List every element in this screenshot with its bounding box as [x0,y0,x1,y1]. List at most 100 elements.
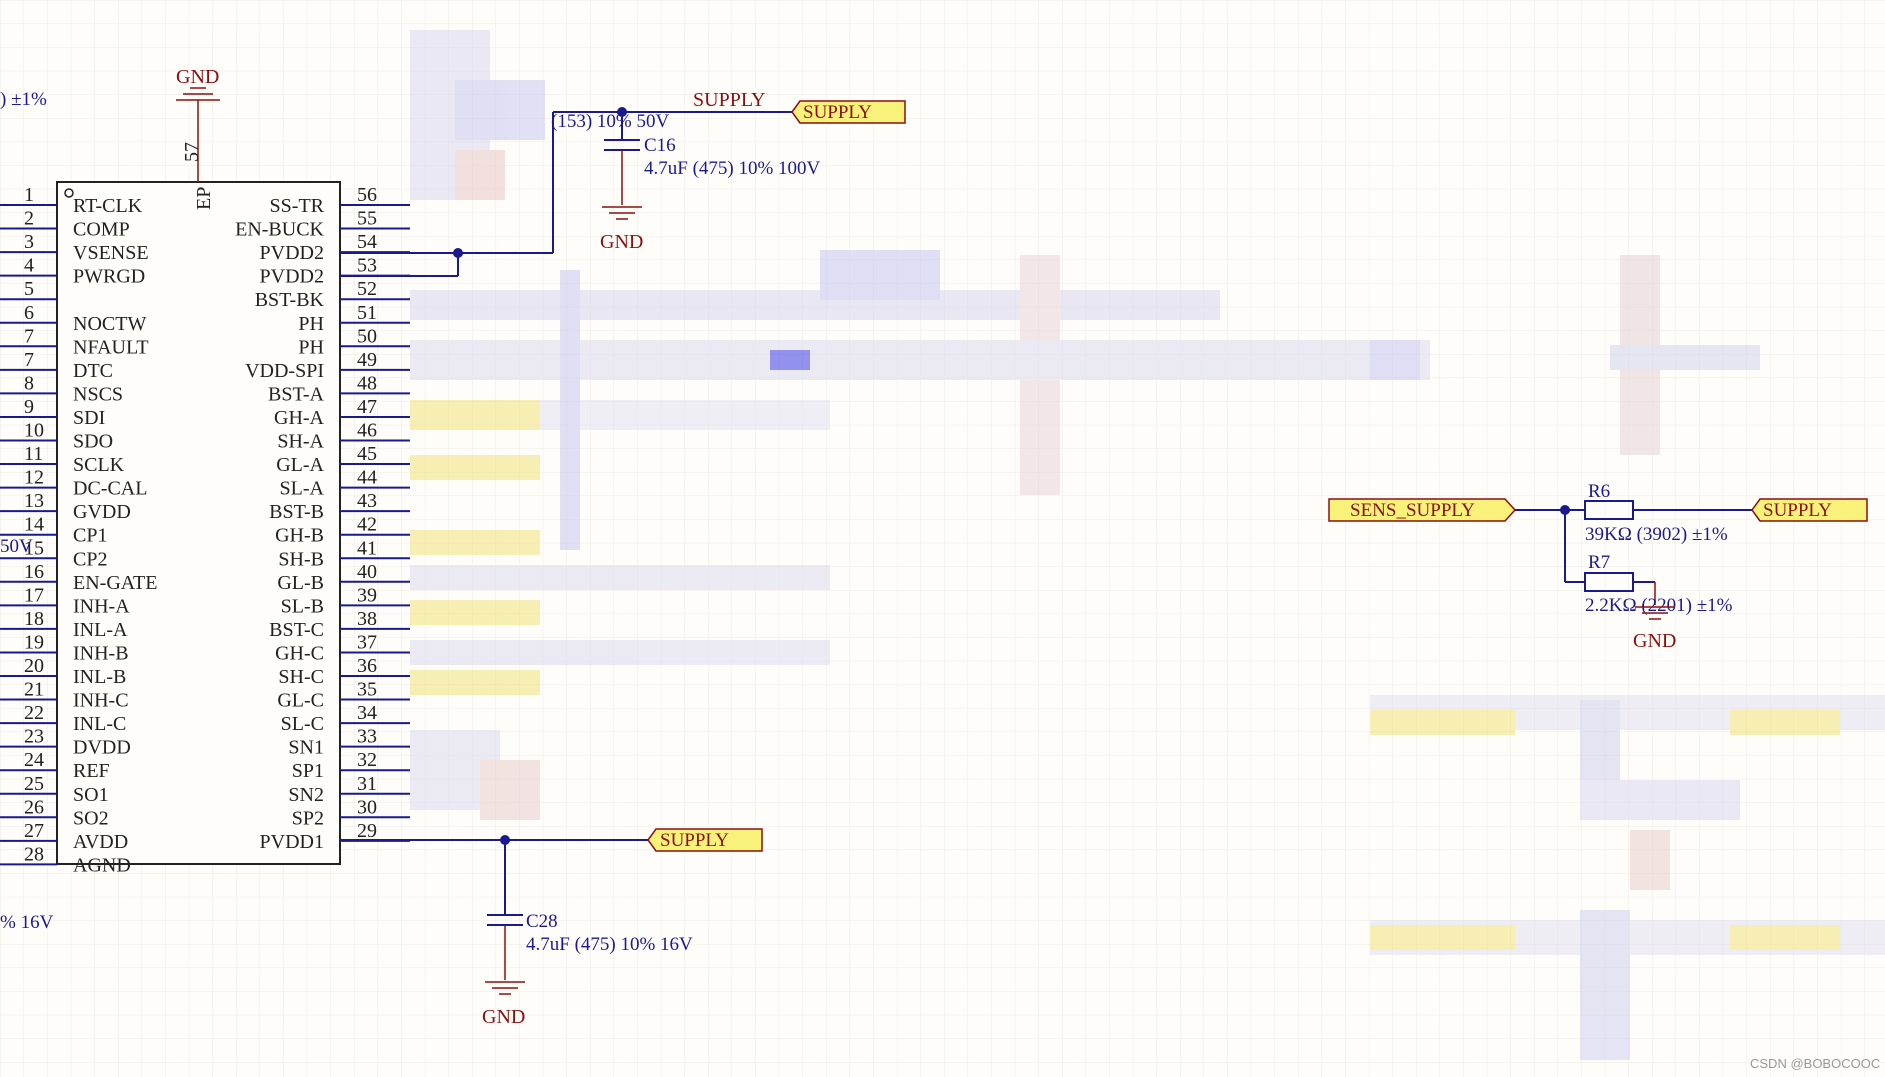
left-pin-number: 28 [24,843,44,865]
right-pin-name: SP2 [292,807,324,829]
ic-body[interactable] [56,181,341,865]
resistor-r7[interactable]: R7 2.2KΩ (2201) ±1% [1584,552,1733,616]
svg-text:SUPPLY: SUPPLY [1763,500,1832,521]
left-pin[interactable]: 5 [0,278,57,301]
sens-supply-port[interactable]: SENS_SUPPLY [1328,498,1517,522]
right-pin-name: BST-A [268,383,325,405]
right-pin-name: PH [298,313,324,335]
right-pin-number: 40 [357,561,377,583]
right-pin-number: 37 [357,631,377,653]
svg-text:SUPPLY: SUPPLY [803,102,872,123]
supply-port-top[interactable]: SUPPLY [791,100,906,124]
right-pin-name: PH [298,336,324,358]
left-pin-name: INH-A [73,595,130,617]
resistor-r6[interactable]: R6 39KΩ (3902) ±1% [1584,481,1728,545]
left-pin-number: 2 [24,208,34,230]
right-pin-number: 54 [357,231,377,253]
right-pin-number: 36 [357,655,377,677]
supply-port-right[interactable]: SUPPLY [1751,498,1868,522]
left-pin-name: PWRGD [73,266,145,288]
left-pin-number: 16 [24,561,44,583]
left-pin-number: 24 [24,749,44,771]
right-pin-number: 53 [357,255,377,277]
left-pin-number: 8 [24,372,34,394]
left-pin-name: DTC [73,360,113,382]
left-pin-name: DVDD [73,737,131,759]
left-pin-number: 7 [24,325,34,347]
gnd-symbol-r7: GND [1633,606,1676,652]
capacitor-c16[interactable]: GND C16 4.7uF (475) 10% 100V [600,112,821,253]
c16-value: 4.7uF (475) 10% 100V [644,158,821,179]
supply-port-bottom[interactable]: SUPPLY [647,828,763,852]
divider-net[interactable] [1515,505,1752,605]
capacitor-c28[interactable]: GND C28 4.7uF (475) 10% 16V [482,911,693,1028]
left-pin-number: 25 [24,773,44,795]
supply-net-label: SUPPLY [693,89,765,111]
left-pin-name: SCLK [73,454,125,476]
right-pin-number: 38 [357,608,377,630]
left-pin-name: INL-A [73,619,128,641]
right-pin-name: PVDD2 [260,266,324,288]
pvdd2-net[interactable] [340,107,792,277]
left-pin-name: SO1 [73,784,109,806]
right-pin-name: BST-C [269,619,324,641]
redacted-region [410,30,1885,1060]
c16-gnd-label: GND [600,231,643,253]
pvdd1-net[interactable] [340,835,648,915]
